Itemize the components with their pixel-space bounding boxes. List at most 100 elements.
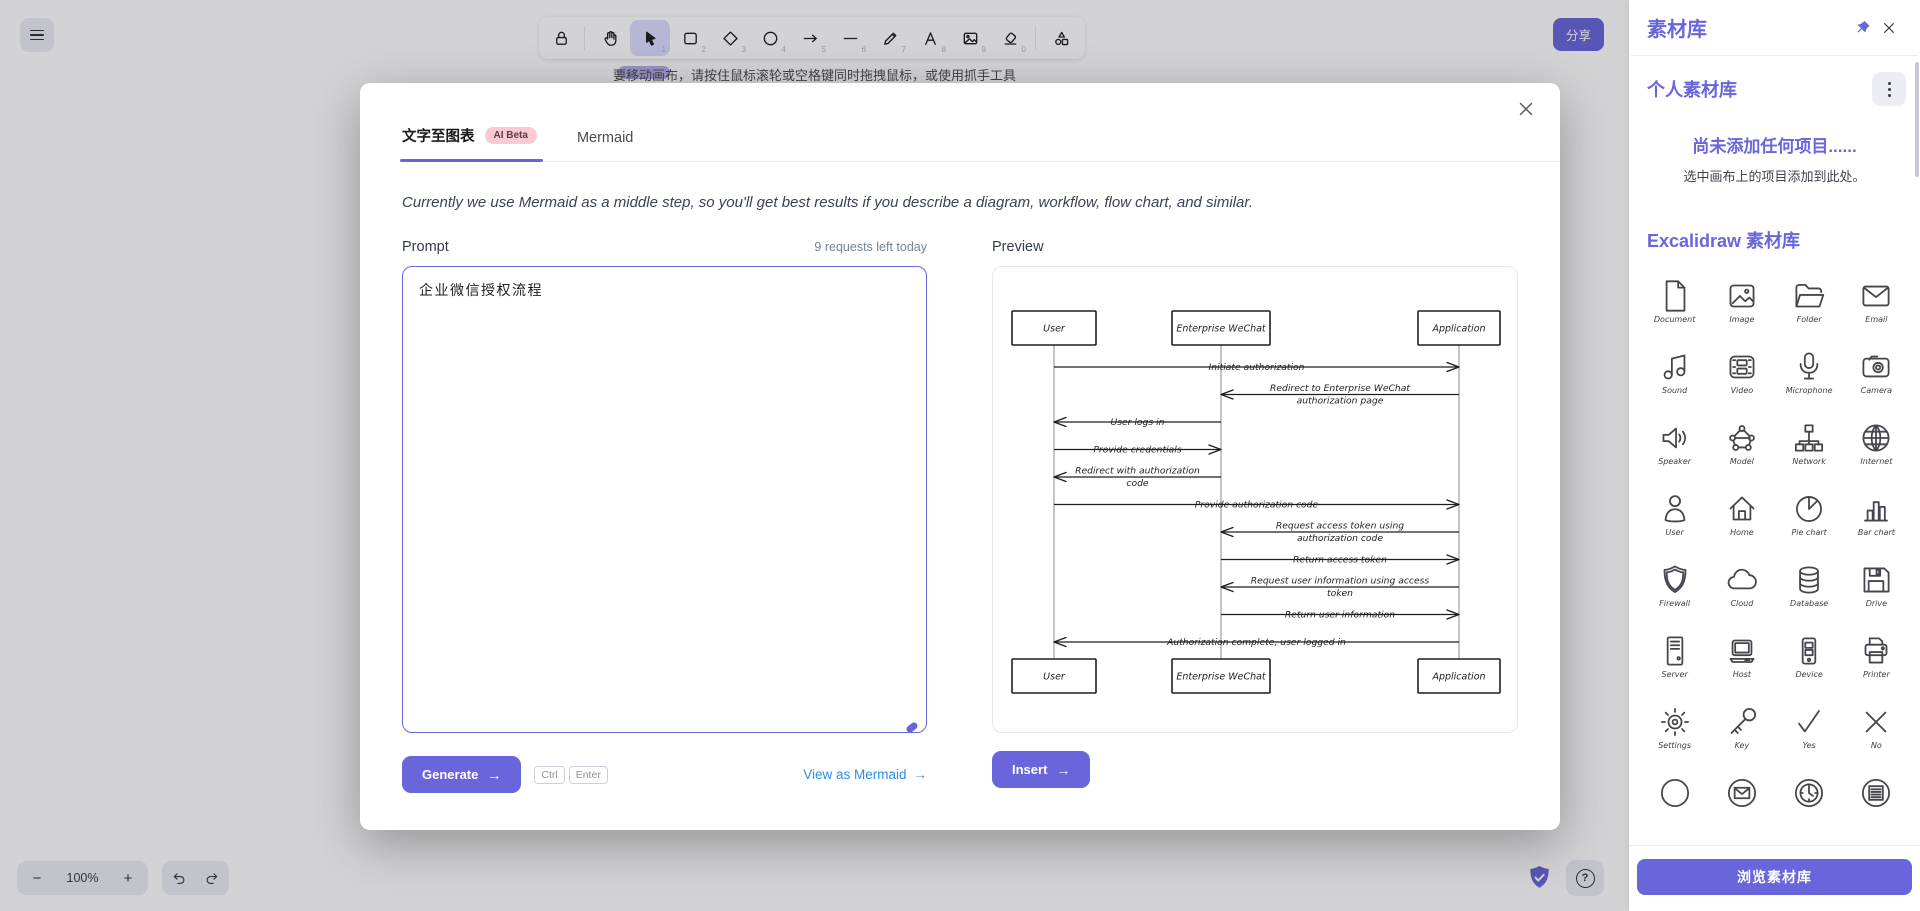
rectangle-icon [683, 32, 697, 44]
library-item-yes[interactable]: Yes [1776, 701, 1843, 761]
svg-text:User logs in: User logs in [1111, 417, 1165, 428]
key-icon [1730, 707, 1756, 734]
tool-eraser-button[interactable]: 0 [990, 20, 1030, 56]
library-item-label: No [1870, 741, 1882, 750]
settings-icon [1660, 707, 1689, 737]
svg-text:Application: Application [1431, 324, 1485, 335]
tool-text-button[interactable]: 8 [910, 20, 950, 56]
tool-rectangle-button[interactable]: 2 [670, 20, 710, 56]
library-item-home[interactable]: Home [1708, 488, 1775, 548]
library-item-document[interactable]: Document [1641, 275, 1708, 335]
library-item-label: Folder [1796, 315, 1822, 324]
svg-text:User: User [1043, 672, 1066, 683]
library-item-cloud[interactable]: Cloud [1708, 559, 1775, 619]
library-item-circle-clock[interactable] [1776, 772, 1843, 832]
prompt-input[interactable]: 企业微信授权流程 [402, 266, 927, 733]
tool-lock-button[interactable] [543, 20, 579, 56]
library-item-firewall[interactable]: Firewall [1641, 559, 1708, 619]
redo-icon [206, 873, 217, 884]
library-item-settings[interactable]: Settings [1641, 701, 1708, 761]
zoom-level[interactable]: 100% [66, 871, 99, 885]
speaker-icon [1662, 427, 1686, 449]
library-item-sound[interactable]: Sound [1641, 346, 1708, 406]
tab-mermaid[interactable]: Mermaid [576, 130, 634, 146]
library-item-label: Pie chart [1791, 528, 1827, 537]
browse-libraries-button[interactable]: 浏览素材库 [1637, 859, 1912, 895]
library-item-image[interactable]: Image [1708, 275, 1775, 335]
eraser-icon [1004, 32, 1016, 45]
close-dialog-button[interactable] [1516, 99, 1536, 119]
tool-shortcut: 6 [861, 45, 866, 54]
help-button[interactable]: ? [1566, 860, 1604, 896]
tool-draw-button[interactable]: 7 [870, 20, 910, 56]
view-as-mermaid-link[interactable]: View as Mermaid → [803, 767, 927, 782]
zoom-in-button[interactable]: + [108, 861, 148, 895]
library-item-label: Network [1792, 457, 1826, 466]
library-item-model[interactable]: Model [1708, 417, 1775, 477]
library-item-folder[interactable]: Folder [1776, 275, 1843, 335]
insert-button[interactable]: Insert → [992, 751, 1091, 788]
arrow-icon [803, 34, 817, 42]
library-item-internet[interactable]: Internet [1843, 417, 1910, 477]
tool-ellipse-button[interactable]: 4 [750, 20, 790, 56]
tool-line-button[interactable]: 6 [830, 20, 870, 56]
tool-diamond-button[interactable]: 3 [710, 20, 750, 56]
close-sidebar-button[interactable] [1876, 15, 1902, 41]
library-item-pie-chart[interactable]: Pie chart [1776, 488, 1843, 548]
enter-key-chip: Enter [568, 765, 608, 784]
personal-library-menu-button[interactable] [1872, 72, 1906, 106]
hamburger-menu-button[interactable] [20, 18, 54, 52]
library-item-speaker[interactable]: Speaker [1641, 417, 1708, 477]
library-item-microphone[interactable]: Microphone [1776, 346, 1843, 406]
no-icon [1866, 711, 1887, 733]
text-icon [924, 31, 936, 45]
redo-button[interactable] [195, 861, 228, 895]
tool-shortcut: 0 [1021, 45, 1026, 54]
tool-shapes-button[interactable] [1041, 20, 1081, 56]
library-item-database[interactable]: Database [1776, 559, 1843, 619]
library-item-host[interactable]: Host [1708, 630, 1775, 690]
close-icon [1884, 22, 1894, 33]
tool-arrow-button[interactable]: 5 [790, 20, 830, 56]
library-item-email[interactable]: Email [1843, 275, 1910, 335]
prompt-label: Prompt [402, 239, 449, 255]
library-item-circle[interactable] [1641, 772, 1708, 832]
library-item-circle-notes[interactable] [1843, 772, 1910, 832]
sidebar-scrollbar[interactable] [1915, 62, 1919, 177]
svg-text:authorization code: authorization code [1297, 533, 1383, 544]
encryption-shield-icon [1528, 865, 1551, 891]
library-item-no[interactable]: No [1843, 701, 1910, 761]
share-button[interactable]: 分享 [1553, 18, 1604, 51]
svg-text:Authorization complete, user l: Authorization complete, user logged in [1166, 637, 1346, 648]
undo-button[interactable] [162, 861, 195, 895]
tab-text-to-diagram[interactable]: 文字至图表 AI Beta [400, 125, 543, 162]
pin-sidebar-button[interactable] [1850, 15, 1876, 41]
library-item-label: Cloud [1730, 599, 1754, 608]
library-item-printer[interactable]: Printer [1843, 630, 1910, 690]
sidebar-footer: 浏览素材库 [1629, 845, 1920, 911]
svg-text:token: token [1327, 588, 1353, 599]
library-item-server[interactable]: Server [1641, 630, 1708, 690]
library-item-circle-email[interactable] [1708, 772, 1775, 832]
video-icon [1729, 355, 1755, 379]
library-item-network[interactable]: Network [1776, 417, 1843, 477]
zoom-out-button[interactable]: − [17, 861, 57, 895]
library-item-user[interactable]: User [1641, 488, 1708, 548]
keyboard-shortcut-hint: Ctrl Enter [534, 765, 608, 784]
library-item-bar-chart[interactable]: Bar chart [1843, 488, 1910, 548]
generate-button[interactable]: Generate → [402, 756, 522, 793]
library-item-video[interactable]: Video [1708, 346, 1775, 406]
tool-selection-button[interactable]: 1 [630, 20, 670, 56]
library-item-device[interactable]: Device [1776, 630, 1843, 690]
tool-shortcut: 2 [701, 45, 706, 54]
library-item-camera[interactable]: Camera [1843, 346, 1910, 406]
tool-image-button[interactable]: 9 [950, 20, 990, 56]
divider [1631, 55, 1918, 56]
library-item-label: Device [1795, 670, 1823, 679]
tool-hand-button[interactable] [590, 20, 630, 56]
svg-text:Request user information using: Request user information using access [1251, 576, 1430, 587]
library-item-key[interactable]: Key [1708, 701, 1775, 761]
library-item-drive[interactable]: Drive [1843, 559, 1910, 619]
